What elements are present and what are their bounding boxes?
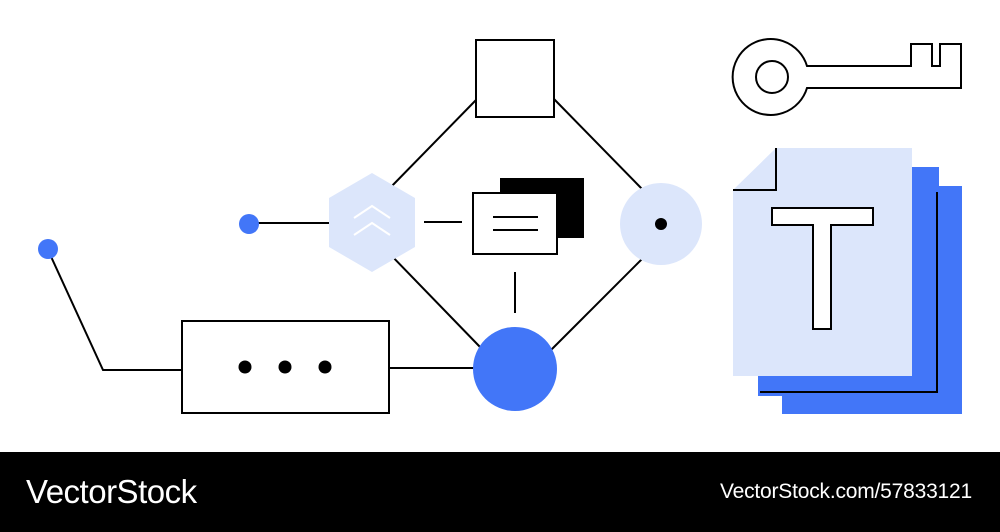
square-node-icon — [475, 39, 555, 118]
watermark-footer-bar: VectorStock VectorStock.com/57833121 — [0, 452, 1000, 532]
hexagon-chevron-icon — [329, 173, 415, 272]
ellipsis-box-icon — [181, 320, 390, 414]
connector-square-to-right — [552, 97, 644, 191]
network-document-illustration: T — [38, 38, 962, 414]
image-id-text: VectorStock.com/57833121 — [719, 480, 972, 503]
connector-lines — [47, 97, 644, 371]
key-icon — [731, 38, 962, 116]
connector-square-to-left — [387, 99, 477, 191]
connector-right-to-bottom — [548, 257, 644, 353]
blue-circle-node-icon — [473, 327, 557, 411]
vectorstock-logo: VectorStock — [26, 473, 197, 510]
blue-dot-icon — [239, 214, 259, 234]
text-document-stack-icon: T — [733, 148, 962, 414]
blue-dot-icon — [38, 239, 58, 259]
connector-dot-to-box — [47, 249, 182, 371]
dot-circle-icon — [620, 183, 702, 265]
message-cards-icon — [472, 178, 584, 255]
connector-hex-to-bottom — [385, 249, 482, 349]
